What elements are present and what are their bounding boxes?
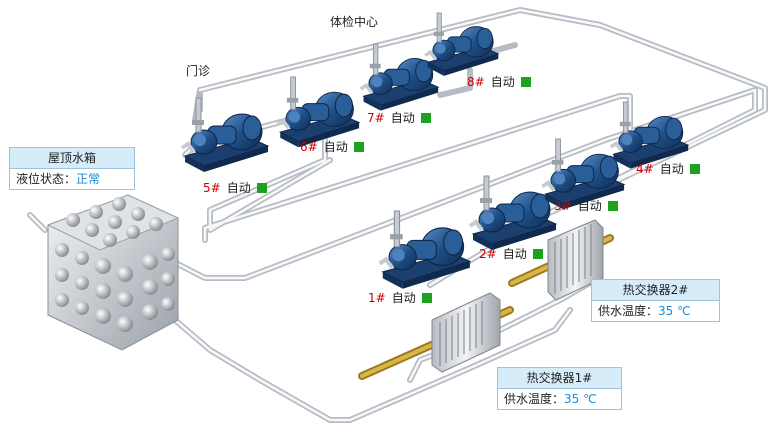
pump-number: 4# [636, 161, 654, 176]
area-label-checkup-center: 体检中心 [330, 15, 379, 29]
pump-number: 8# [467, 74, 485, 89]
status-indicator [520, 76, 531, 87]
pump-status: 自动 [226, 181, 251, 195]
pump-group [180, 12, 690, 289]
status-indicator [607, 200, 618, 211]
hx1-info-panel: 热交换器1# 供水温度：35 ℃ [497, 367, 622, 410]
pump-status: 自动 [390, 111, 415, 125]
pump-number: 5# [203, 180, 221, 195]
heat-exchanger-1 [431, 292, 501, 373]
pump-label-1: 1# 自动 [368, 289, 432, 306]
hx2-temp-row: 供水温度：35 ℃ [592, 301, 719, 321]
pump-status: 自动 [391, 291, 416, 305]
pump-number: 7# [367, 110, 385, 125]
pump-label-5: 5# 自动 [203, 179, 267, 196]
hx2-info-panel: 热交换器2# 供水温度：35 ℃ [591, 279, 720, 322]
pump-label-3: 3# 自动 [554, 197, 618, 214]
status-indicator [532, 248, 543, 259]
temp-unit: ℃ [677, 304, 691, 318]
pump-8 [424, 12, 500, 76]
roof-water-tank [46, 194, 180, 351]
pump-label-2: 2# 自动 [479, 245, 543, 262]
level-value: 正常 [76, 172, 101, 186]
heat-exchanger-2 [547, 219, 604, 301]
pump-label-4: 4# 自动 [636, 160, 700, 177]
pump-label-8: 8# 自动 [467, 73, 531, 90]
pump-number: 1# [368, 290, 386, 305]
tank-info-panel: 屋顶水箱 液位状态：正常 [9, 147, 135, 190]
temp-label: 供水温度： [598, 304, 659, 318]
pump-status: 自动 [659, 162, 684, 176]
pump-3 [541, 138, 626, 210]
tank-level-row: 液位状态：正常 [10, 169, 134, 189]
pump-4 [609, 101, 690, 169]
pump-status: 自动 [502, 247, 527, 261]
status-indicator [353, 141, 364, 152]
pump-status: 自动 [577, 199, 602, 213]
pump-number: 2# [479, 246, 497, 261]
temp-unit: ℃ [583, 392, 597, 406]
pump-1 [378, 210, 472, 289]
area-label-clinic: 门诊 [186, 64, 211, 78]
panel-title: 热交换器1# [498, 368, 621, 389]
pump-7 [359, 43, 440, 111]
pump-label-6: 6# 自动 [300, 138, 364, 155]
pump-label-7: 7# 自动 [367, 109, 431, 126]
status-indicator [256, 182, 267, 193]
temp-label: 供水温度： [504, 392, 565, 406]
pump-2 [468, 175, 558, 250]
temp-value: 35 [658, 304, 674, 318]
pump-5 [180, 97, 270, 172]
status-indicator [689, 163, 700, 174]
pump-status: 自动 [323, 140, 348, 154]
pump-number: 6# [300, 139, 318, 154]
pump-status: 自动 [490, 75, 515, 89]
panel-title: 屋顶水箱 [10, 148, 134, 169]
pump-number: 3# [554, 198, 572, 213]
hx1-temp-row: 供水温度：35 ℃ [498, 389, 621, 409]
pump-6 [276, 76, 361, 148]
status-indicator [421, 292, 432, 303]
level-label: 液位状态： [16, 172, 77, 186]
temp-value: 35 [564, 392, 580, 406]
status-indicator [420, 112, 431, 123]
panel-title: 热交换器2# [592, 280, 719, 301]
